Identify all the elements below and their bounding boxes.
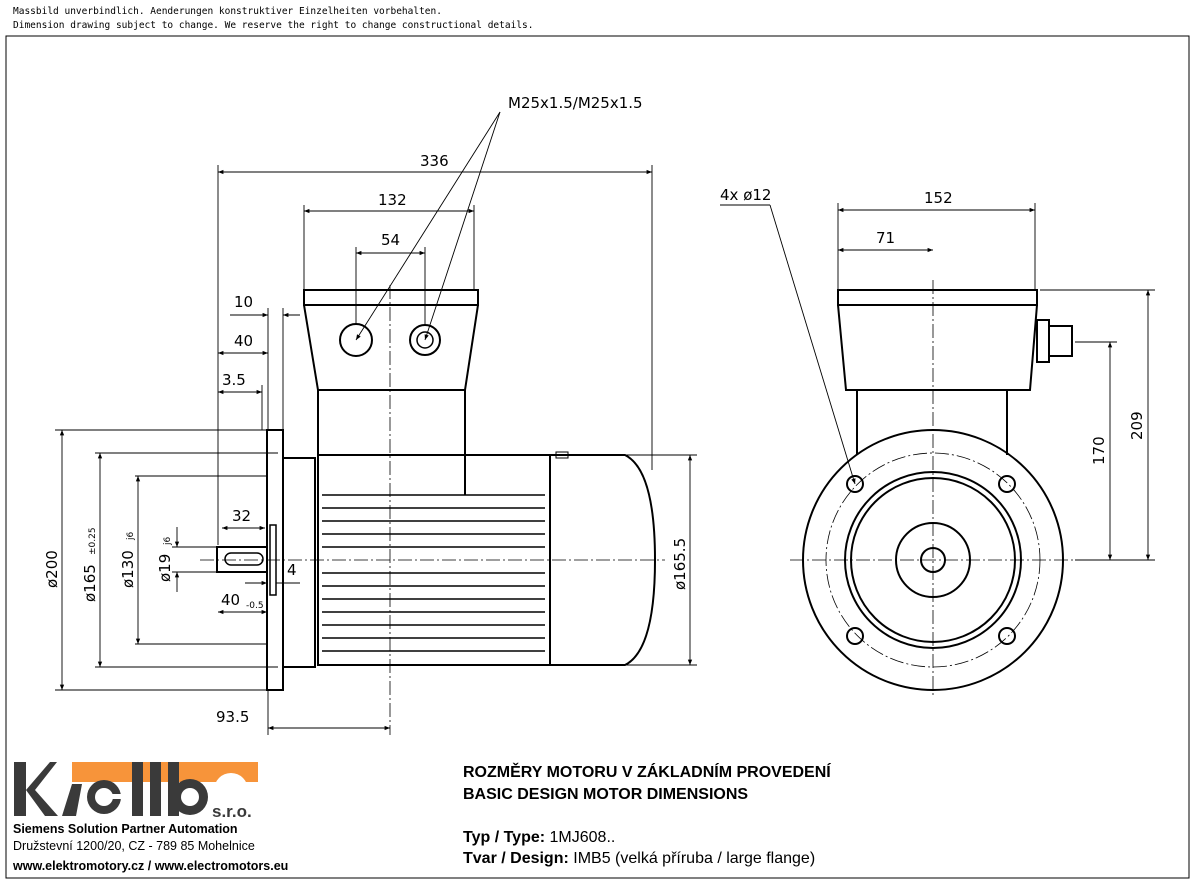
dim-40-tol: -0.5 [246, 601, 264, 611]
design-line: Tvar / Design: IMB5 (velká příruba / lar… [463, 850, 815, 868]
dim-71: 71 [876, 229, 895, 247]
title-en: BASIC DESIGN MOTOR DIMENSIONS [463, 786, 749, 803]
dim-132: 132 [378, 191, 407, 209]
dim-165-5: ø165.5 [671, 538, 689, 590]
dimension-lines [55, 111, 1155, 735]
dim-3-5: 3.5 [222, 371, 246, 389]
dim-200: ø200 [43, 550, 61, 588]
dim-40-shaft: 40 [221, 591, 240, 609]
company-logo: s.r.o. [14, 762, 258, 821]
dim-152: 152 [924, 189, 953, 207]
disclaimer-en: Dimension drawing subject to change. We … [13, 20, 534, 31]
design-label: Tvar / Design: [463, 850, 569, 867]
dim-170: 170 [1090, 436, 1108, 465]
dim-54: 54 [381, 231, 400, 249]
dim-336: 336 [420, 152, 449, 170]
holes-label: 4x ø12 [720, 186, 771, 204]
dim-209: 209 [1128, 411, 1146, 440]
front-view [802, 289, 1073, 691]
dim-19: ø19 [156, 554, 174, 582]
dim-10: 10 [234, 293, 253, 311]
title-cz: ROZMĚRY MOTORU V ZÁKLADNÍM PROVEDENÍ [463, 764, 831, 781]
company-web[interactable]: www.elektromotory.cz / www.electromotors… [13, 859, 289, 873]
dim-4: 4 [287, 561, 297, 579]
centerlines [200, 280, 1075, 735]
dim-165: ø165 [81, 564, 99, 602]
dim-130-tol: j6 [126, 531, 136, 541]
disclaimer-de: Massbild unverbindlich. Aenderungen kons… [13, 6, 442, 17]
dim-32: 32 [232, 507, 251, 525]
type-value: 1MJ608.. [549, 829, 616, 846]
company-address: Družstevní 1200/20, CZ - 789 85 Mohelnic… [13, 839, 255, 853]
side-view [216, 289, 657, 691]
dim-40: 40 [234, 332, 253, 350]
company-tagline: Siemens Solution Partner Automation [13, 822, 238, 836]
dim-165-tol: ±0.25 [88, 527, 98, 555]
dim-19-tol: j6 [163, 536, 173, 546]
logo-suffix: s.r.o. [212, 802, 252, 821]
frame-border [5, 35, 1190, 879]
type-label: Typ / Type: [463, 829, 546, 846]
gland-label: M25x1.5/M25x1.5 [508, 94, 643, 112]
design-value: IMB5 (velká příruba / large flange) [573, 850, 816, 867]
dim-130: ø130 [119, 550, 137, 588]
dim-93-5: 93.5 [216, 708, 249, 726]
type-line: Typ / Type: 1MJ608.. [463, 829, 615, 847]
